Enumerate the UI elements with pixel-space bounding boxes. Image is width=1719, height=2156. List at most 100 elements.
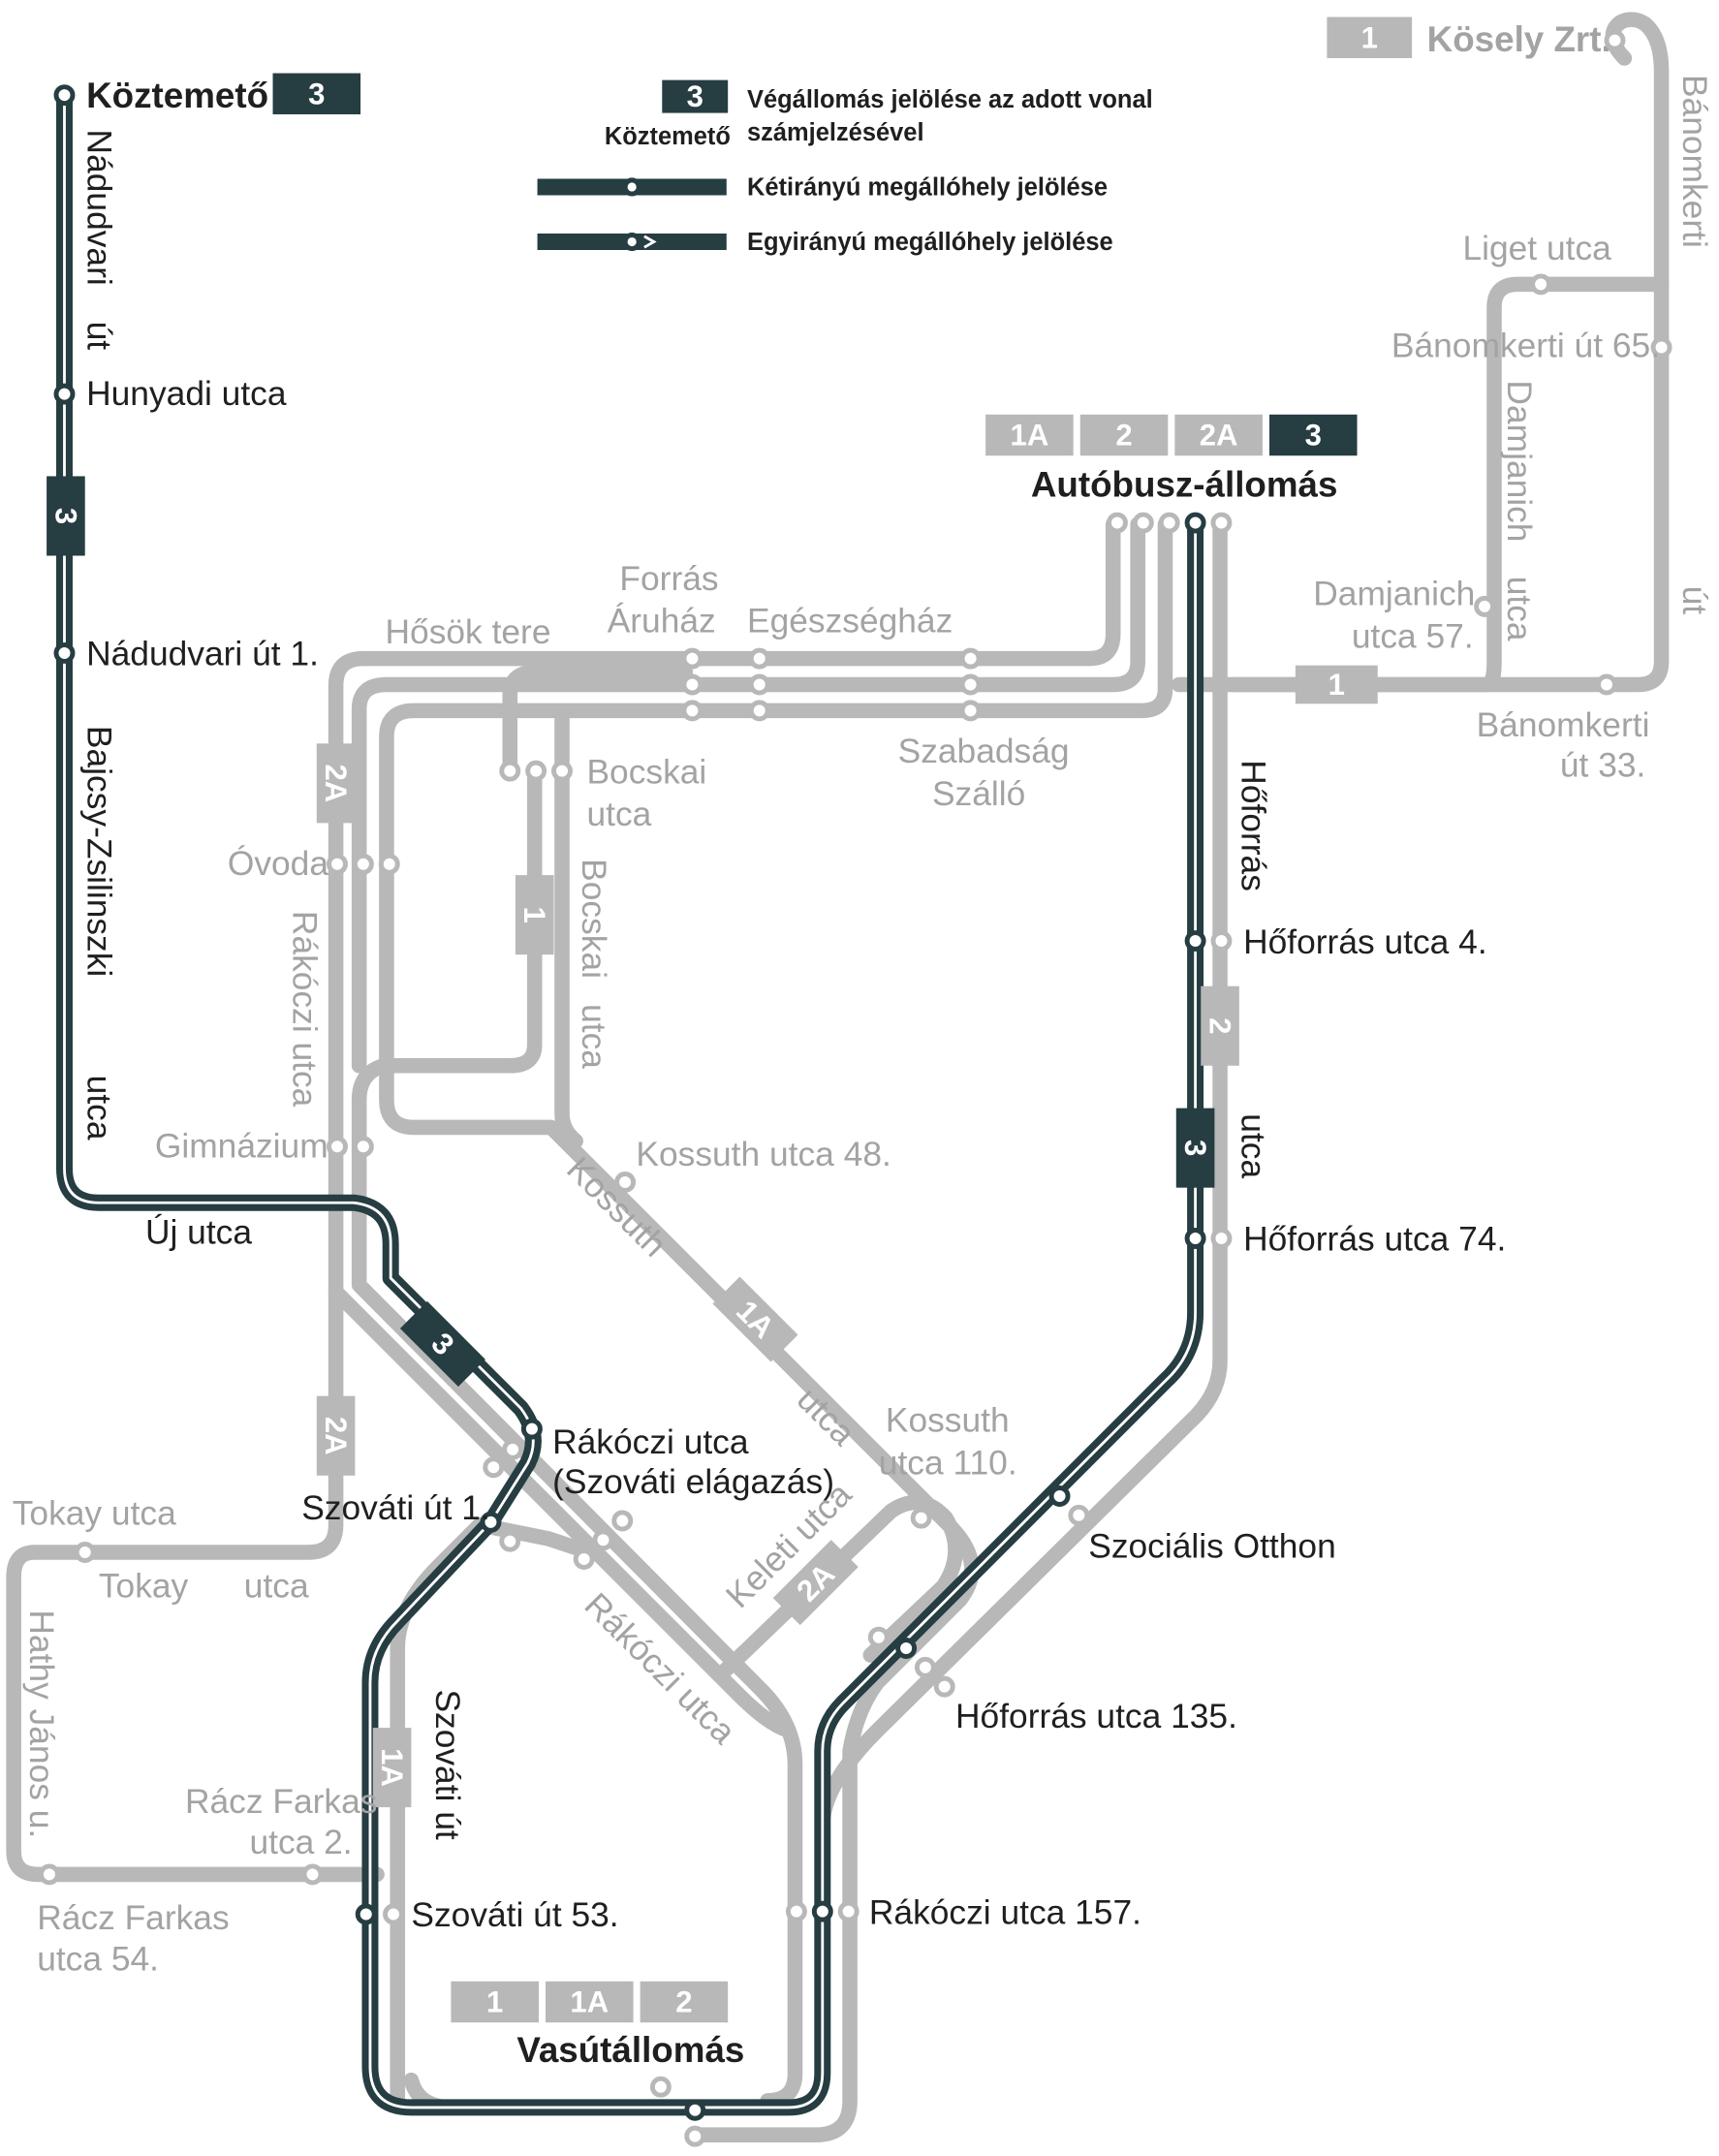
street-label: utca xyxy=(575,1004,612,1069)
stop-label: Hunyadi utca xyxy=(86,375,287,413)
route-badge-text: 2A xyxy=(1200,419,1238,453)
stop-label: Nádudvari út 1. xyxy=(86,636,319,673)
route-badge-text: 3 xyxy=(1305,419,1322,453)
stop-label: Szociális Otthon xyxy=(1088,1528,1336,1566)
grey-stops: Liget utca Bánomkerti út 65. Damjanichut… xyxy=(13,230,1672,1979)
street-label: utca xyxy=(1235,1113,1272,1178)
street-label: utca xyxy=(790,1380,862,1453)
route-badge-text: 2 xyxy=(675,1984,692,2018)
stop-label: Tokay utca xyxy=(13,1495,176,1533)
stop-label: Bánomkerti xyxy=(1477,706,1650,744)
stop-label: Szálló xyxy=(932,775,1025,813)
stop-label: (Szováti elágazás) xyxy=(552,1463,834,1501)
line-badges: 3 2A 1 1 2 3 1A 3 2A 2A 1A xyxy=(47,476,1378,1808)
stop-liget[interactable]: Liget utca xyxy=(1462,230,1611,296)
stop-marker[interactable] xyxy=(53,84,76,107)
stop-label: utca 110. xyxy=(879,1444,1017,1482)
stop-szocialis-otthon[interactable]: Szociális Otthon xyxy=(1048,1485,1336,1566)
stop-label: Szováti út 1. xyxy=(301,1489,490,1527)
stop-szovati-53[interactable]: Szováti út 53. xyxy=(355,1896,619,1934)
street-label: Bajcsy-Zsilinszki xyxy=(80,726,118,977)
route-badge-text: 1A xyxy=(570,1984,609,2018)
legend-terminal-example: Köztemető xyxy=(605,123,731,150)
stop-label: Kossuth xyxy=(886,1401,1010,1439)
stop-kossuth-110[interactable]: Kossuth utca 110. xyxy=(879,1401,1017,1529)
stop-hoforras-74[interactable]: Hőforrás utca 74. xyxy=(1184,1221,1506,1259)
stop-label: Damjanich xyxy=(1313,575,1475,612)
stop-label: Egészségház xyxy=(747,603,953,641)
stop-label: Áruház xyxy=(608,603,716,641)
terminal-name: Autóbusz-állomás xyxy=(1031,465,1338,505)
terminal-name: Kösely Zrt. xyxy=(1427,19,1611,59)
stop-label: utca 54. xyxy=(37,1940,159,1978)
terminal-vasut[interactable]: 1 1A 2 Vasútállomás xyxy=(451,1981,744,2147)
stop-egeszseghaz[interactable]: Egészségház xyxy=(747,603,953,722)
stop-gimnazium[interactable]: Gimnázium xyxy=(155,1128,374,1166)
stop-label: Liget utca xyxy=(1462,230,1611,267)
street-label: Szováti út xyxy=(428,1689,466,1839)
stop-hunyadi[interactable]: Hunyadi utca xyxy=(53,375,287,413)
stop-rakoczi-157[interactable]: Rákóczi utca 157. xyxy=(785,1893,1141,1931)
stop-nadudvari-1[interactable]: Nádudvari út 1. xyxy=(53,636,319,673)
street-label: utca xyxy=(1500,577,1538,641)
street-label: utca xyxy=(244,1568,309,1606)
stop-hoforras-135[interactable]: Hőforrás utca 135. xyxy=(895,1638,1237,1736)
street-label: Damjanich xyxy=(1500,380,1538,542)
terminal-name: Vasútállomás xyxy=(516,2030,744,2070)
stop-szovati-1[interactable]: Szováti út 1. xyxy=(301,1489,521,1552)
street-label: Bánomkerti xyxy=(1675,75,1713,248)
route-badge-text: 2 xyxy=(1115,419,1132,453)
route-badge-text: 3 xyxy=(308,77,325,110)
stop-label: Hőforrás utca 4. xyxy=(1243,923,1487,961)
street-label: Hőforrás xyxy=(1235,760,1272,891)
stop-tokay[interactable]: Tokay utca xyxy=(13,1495,176,1563)
street-label: Nádudvari xyxy=(80,130,118,286)
legend-badge-text: 3 xyxy=(687,79,703,113)
badge-route-3: 3 xyxy=(1178,1140,1212,1156)
terminal-kosely[interactable]: 1 Kösely Zrt. xyxy=(1327,16,1626,59)
stop-label: Bánomkerti út 65. xyxy=(1391,327,1660,364)
badge-route-1: 1 xyxy=(517,906,551,922)
legend-terminal-badge xyxy=(662,79,729,113)
route-badge-text: 1A xyxy=(1011,419,1049,453)
stop-rakoczi-szovati[interactable]: Rákóczi utca(Szováti elágazás) xyxy=(483,1418,834,1501)
stop-label: Hősök tere xyxy=(386,613,551,651)
stop-hoforras-4[interactable]: Hőforrás utca 4. xyxy=(1184,923,1487,961)
route-3-stops: Hunyadi utca Nádudvari út 1. Rákóczi utc… xyxy=(53,375,1506,1934)
badge-route-3: 3 xyxy=(48,508,82,524)
badge-route-1: 1 xyxy=(1328,668,1345,702)
stop-marker[interactable] xyxy=(1604,29,1626,51)
stop-label: út 33. xyxy=(1560,746,1645,784)
stop-label: Rácz Farkas xyxy=(37,1899,229,1937)
street-label: Új utca xyxy=(145,1214,252,1252)
badge-route-2a: 2A xyxy=(319,1417,353,1455)
stop-ovoda[interactable]: Óvoda xyxy=(228,845,400,883)
stop-label: Forrás xyxy=(619,560,718,598)
terminal-name: Köztemető xyxy=(86,76,268,115)
stop-banomkerti-65[interactable]: Bánomkerti út 65. xyxy=(1391,327,1672,364)
stop-hosok-tere[interactable]: Hősök tere xyxy=(386,613,551,651)
stop-label: Gimnázium xyxy=(155,1128,328,1166)
stop-label: Szováti út 53. xyxy=(411,1896,618,1934)
street-label: út xyxy=(80,322,118,351)
stop-label: Rákóczi utca xyxy=(552,1423,749,1461)
route-badge-text: 1 xyxy=(1361,20,1378,54)
unidirectional-stop-icon xyxy=(622,233,641,252)
street-label: utca xyxy=(80,1076,118,1140)
terminal-koztemeto[interactable]: Köztemető 3 xyxy=(53,73,361,115)
street-label: Rákóczi utca xyxy=(286,911,324,1108)
street-label: Bocskai xyxy=(575,859,612,979)
route-badge xyxy=(1327,16,1413,58)
stop-kossuth-48[interactable]: Kossuth utca 48. xyxy=(614,1136,891,1193)
terminal-autobusz[interactable]: 1A 2 2A 3 Autóbusz-állomás xyxy=(985,414,1358,534)
route-badge-text: 1 xyxy=(486,1984,503,2018)
stop-label: Szabadság xyxy=(898,733,1070,770)
legend-terminal-desc-2: számjelzésével xyxy=(747,119,924,146)
